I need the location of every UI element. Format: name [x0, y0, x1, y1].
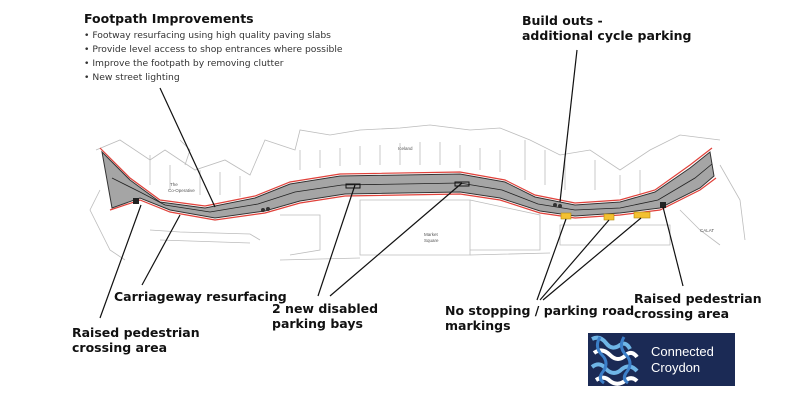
disabled-parking-bays [345, 181, 470, 189]
map-label-coop-1: The [170, 182, 178, 187]
disabled-bays-line-2: parking bays [272, 316, 363, 331]
raised-left-line-2: crossing area [72, 340, 168, 355]
connected-croydon-logo: Connected Croydon [588, 333, 735, 386]
disabled-bays-label: 2 new disabled parking bays [272, 301, 378, 331]
carriageway [101, 150, 715, 219]
road-centre-line [111, 163, 713, 213]
map-label-calat: CALAT [700, 228, 714, 233]
disabled-bays-line-1: 2 new disabled [272, 301, 379, 316]
logo-line-2: Croydon [651, 359, 701, 375]
footpath-item: Provide level access to shop entrances w… [84, 43, 342, 57]
build-outs-line-1: Build outs - [522, 13, 603, 28]
footpath-item: Footway resurfacing using high quality p… [84, 29, 343, 43]
build-outs-label: Build outs - additional cycle parking [522, 13, 692, 43]
logo-line-1: Connected [651, 343, 714, 359]
map-label-market-2: Square [424, 238, 439, 243]
footpath-item: Improve the footpath by removing clutter [84, 57, 343, 71]
raised-right-line-1: Raised pedestrian [634, 291, 762, 306]
footpath-improvements-callout: Footpath Improvements Footway resurfacin… [84, 11, 343, 85]
build-out-cycle-parking [261, 203, 562, 212]
raised-crossing-left-label: Raised pedestrian crossing area [72, 325, 200, 355]
no-stopping-label: No stopping / parking road markings [445, 303, 634, 333]
footpath-item: New street lighting [84, 71, 343, 85]
raised-left-line-1: Raised pedestrian [72, 325, 200, 340]
map-label-iceland: Iceland [398, 146, 413, 151]
footpath-list: Footway resurfacing using high quality p… [84, 29, 343, 85]
carriageway-label: Carriageway resurfacing [114, 289, 287, 304]
croydon-logo-icon [588, 333, 641, 386]
no-stopping-line-2: markings [445, 318, 511, 333]
scheme-boundary [99, 147, 717, 221]
map-label-coop-2: Co-Operative [168, 188, 195, 193]
raised-crossing-markers [133, 198, 666, 208]
no-stopping-line-1: No stopping / parking road [445, 303, 635, 318]
building-outlines [89, 124, 746, 261]
no-stopping-markings [560, 211, 651, 221]
raised-crossing-right-label: Raised pedestrian crossing area [634, 291, 762, 321]
logo-text: Connected Croydon [651, 344, 714, 376]
map-label-market-1: Market [424, 232, 439, 237]
raised-right-line-2: crossing area [634, 306, 730, 321]
footpath-title: Footpath Improvements [84, 11, 254, 26]
build-outs-line-2: additional cycle parking [522, 28, 692, 43]
leader-lines [99, 49, 684, 319]
